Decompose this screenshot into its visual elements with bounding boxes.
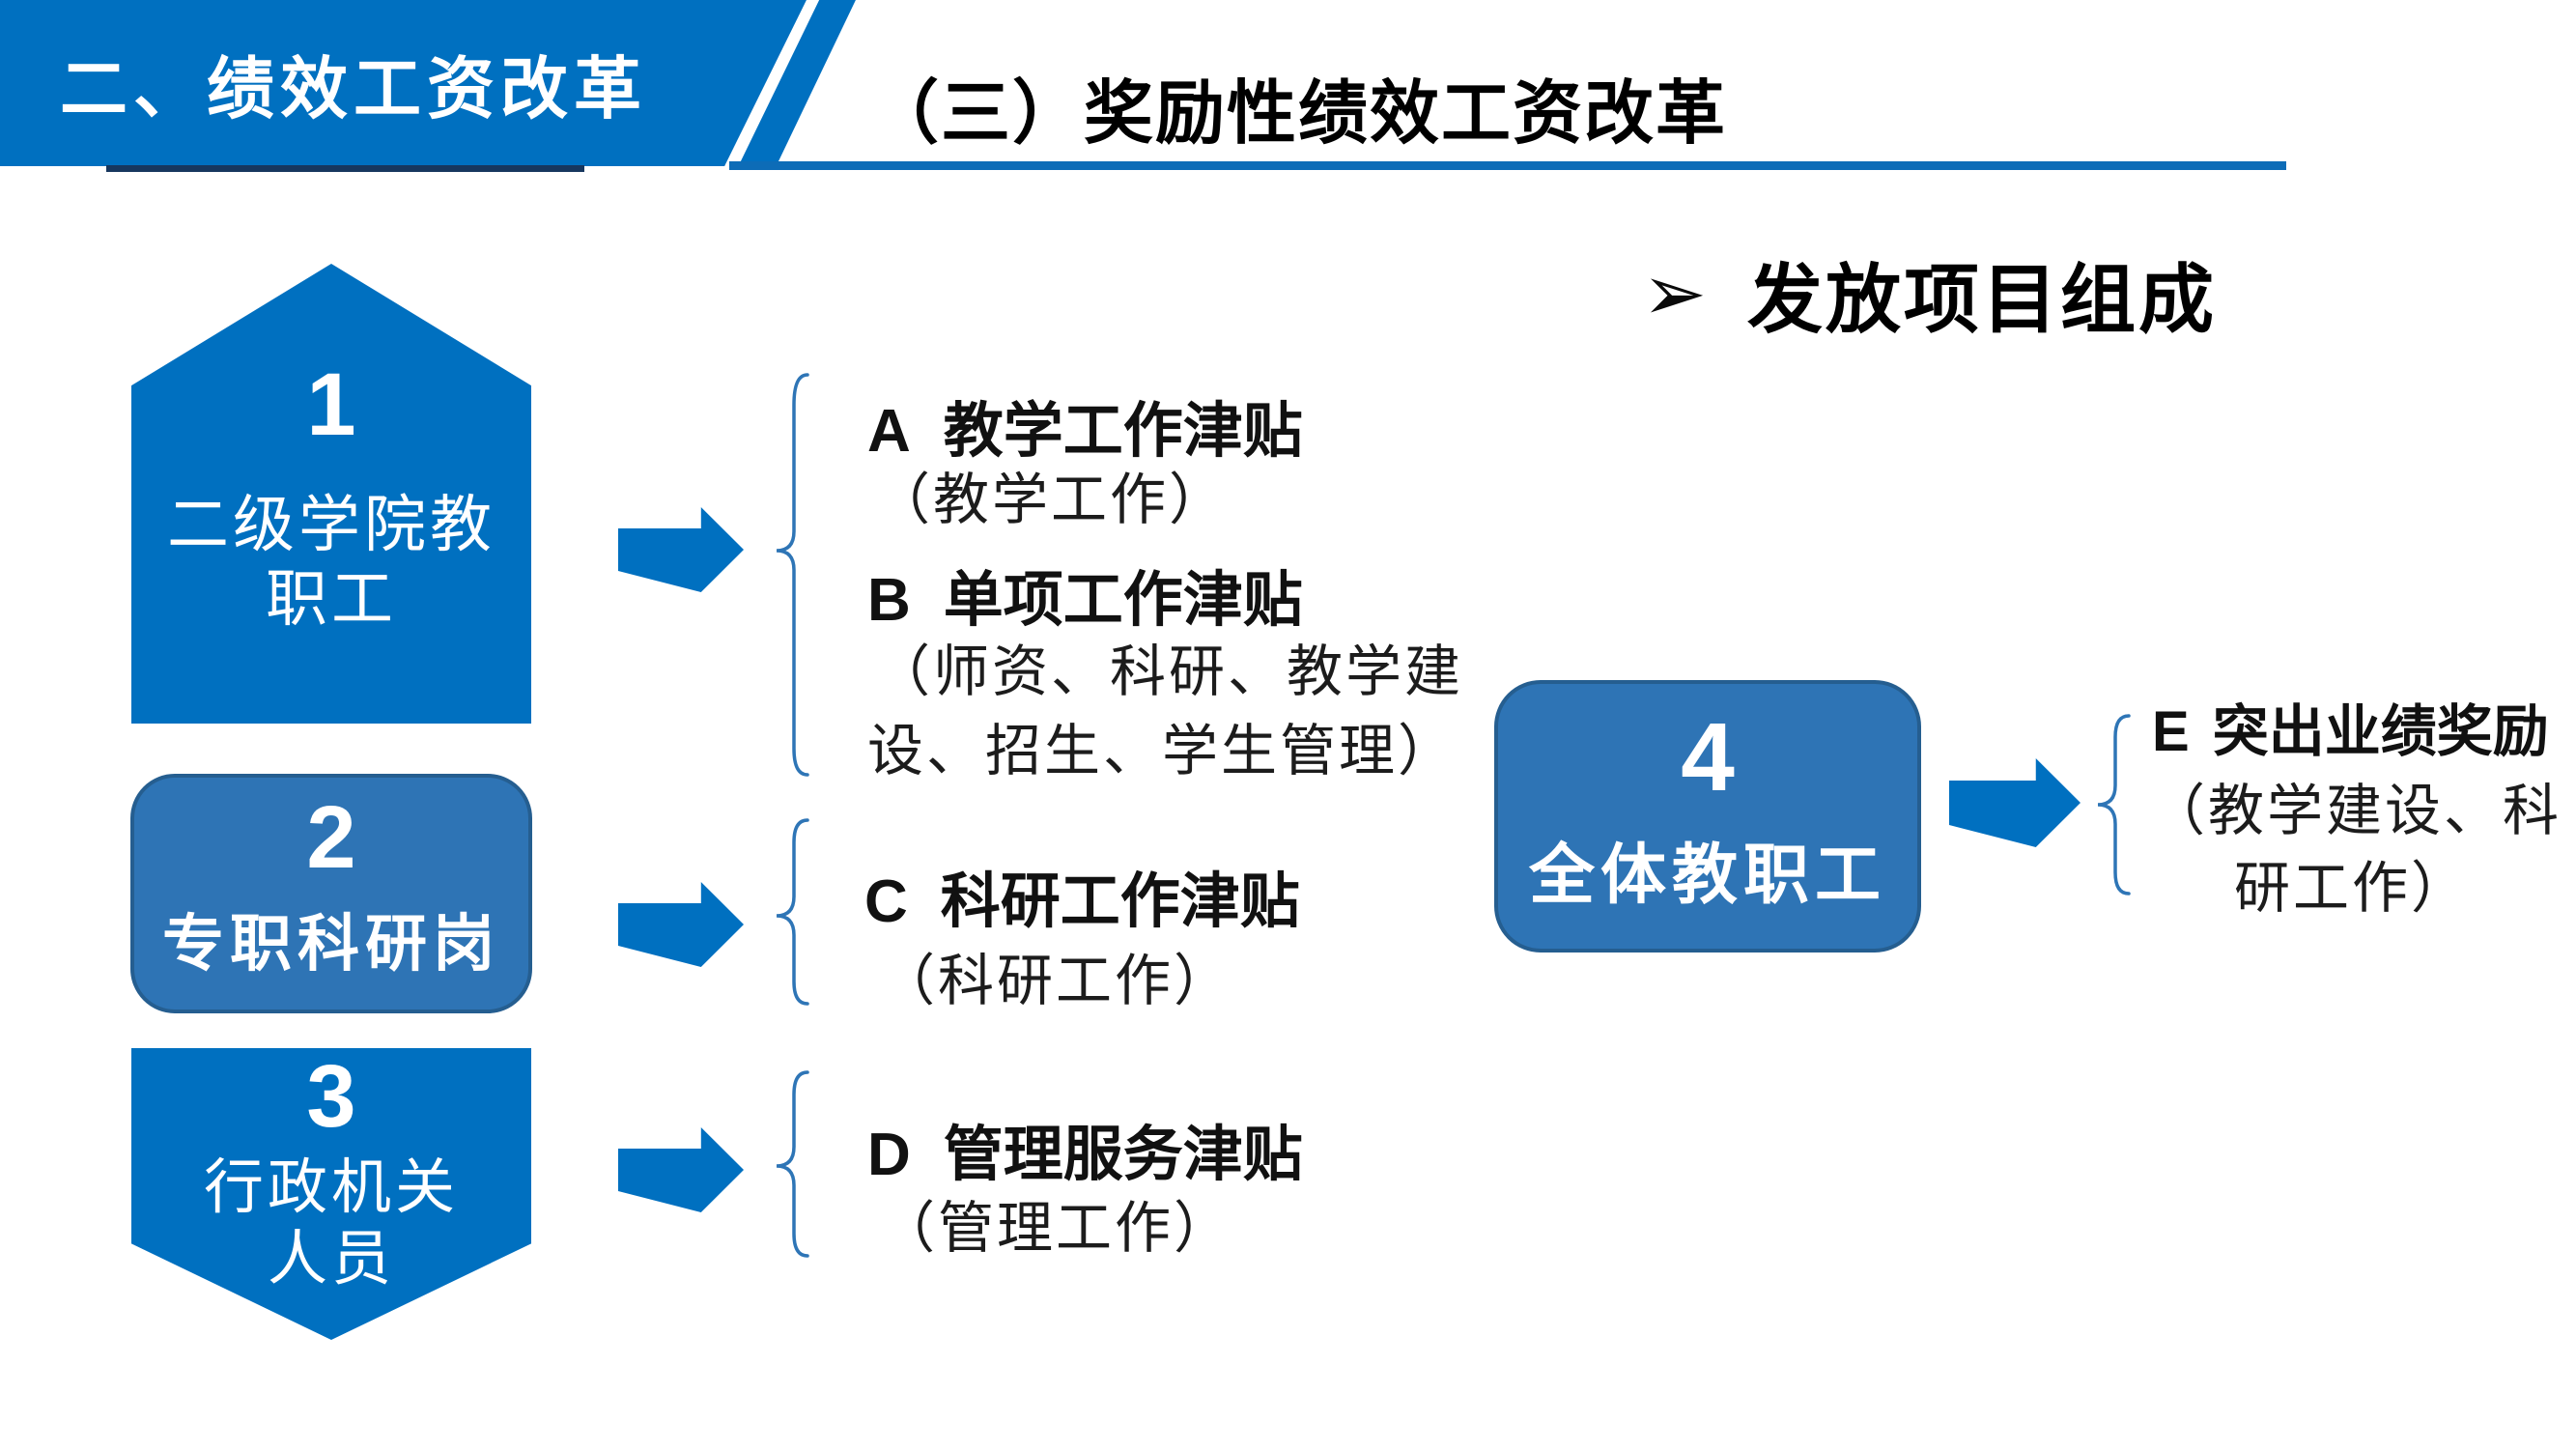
allowance-title: 突出业绩奖励 [2212, 700, 2549, 763]
allowance-title: 管理服务津贴 [943, 1122, 1303, 1188]
allowance-title: 教学工作津贴 [943, 398, 1303, 465]
group-label-line1: 行政机关 [203, 1154, 459, 1221]
allowance-code: C [864, 868, 908, 935]
allowance-e-note-line2: 研工作） [2233, 857, 2470, 920]
section-banner-label: 二、绩效工资改革 [60, 50, 647, 127]
allowance-code: D [867, 1122, 911, 1188]
right-arrow-icon [618, 1127, 744, 1212]
allowance-code: A [867, 398, 911, 465]
group-shape-3: 3 行政机关 人员 [131, 1048, 531, 1340]
group-shape-2: 2 专职科研岗 [130, 774, 532, 1013]
allowance-code: B [867, 567, 911, 634]
allowance-b-note-line1: （师资、科研、教学建 [874, 640, 1464, 703]
left-brace-icon [776, 818, 809, 1006]
group-label: 行政机关 人员 [131, 1152, 531, 1296]
arrow-bullet-icon: ➢ [1642, 250, 1708, 336]
group-number: 2 [306, 788, 356, 887]
allowance-d-title: D 管理服务津贴 [867, 1105, 1303, 1192]
section-heading-text: 发放项目组成 [1747, 257, 2218, 342]
allowance-d-note: （管理工作） [879, 1197, 1233, 1260]
group-shape-1: 1 二级学院教 职工 [131, 264, 531, 724]
group-label-line1: 二级学院教 [167, 490, 495, 559]
header-underline [729, 161, 2286, 170]
allowance-e-note-line1: （教学建设、科 [2149, 780, 2562, 842]
group-shape-4: 4 全体教职工 [1494, 680, 1921, 952]
allowance-code: E [2152, 700, 2190, 763]
section-banner: 二、绩效工资改革 [0, 0, 807, 166]
section-heading: ➢ 发放项目组成 [1642, 240, 2217, 348]
right-arrow-icon [1949, 758, 2081, 847]
left-brace-icon [776, 1070, 809, 1258]
group-label: 二级学院教 职工 [131, 488, 531, 637]
group-number: 3 [306, 1047, 356, 1146]
left-brace-icon [2097, 714, 2131, 896]
allowance-c-note: （科研工作） [879, 950, 1233, 1012]
group-label: 专职科研岗 [162, 909, 500, 979]
allowance-e-title: E 突出业绩奖励 [2152, 686, 2549, 767]
right-arrow-icon [618, 507, 744, 592]
group-label-line2: 职工 [266, 563, 397, 634]
group-number: 1 [306, 355, 356, 454]
allowance-b-title: B 单项工作津贴 [867, 551, 1303, 638]
allowance-c-title: C 科研工作津贴 [864, 852, 1300, 939]
group-label-line2: 人员 [267, 1226, 395, 1294]
allowance-b-note-line2: 设、招生、学生管理） [867, 720, 1458, 782]
allowance-a-title: A 教学工作津贴 [867, 382, 1303, 469]
header-underline-dark [106, 165, 584, 172]
allowance-title: 单项工作津贴 [943, 567, 1303, 634]
allowance-a-note: （教学工作） [874, 469, 1229, 531]
allowance-title: 科研工作津贴 [940, 868, 1300, 935]
slide-title: （三）奖励性绩效工资改革 [869, 75, 1728, 153]
group-label: 全体教职工 [1528, 839, 1886, 912]
group-number: 4 [1681, 703, 1735, 811]
right-arrow-icon [618, 882, 744, 967]
left-brace-icon [776, 373, 809, 777]
